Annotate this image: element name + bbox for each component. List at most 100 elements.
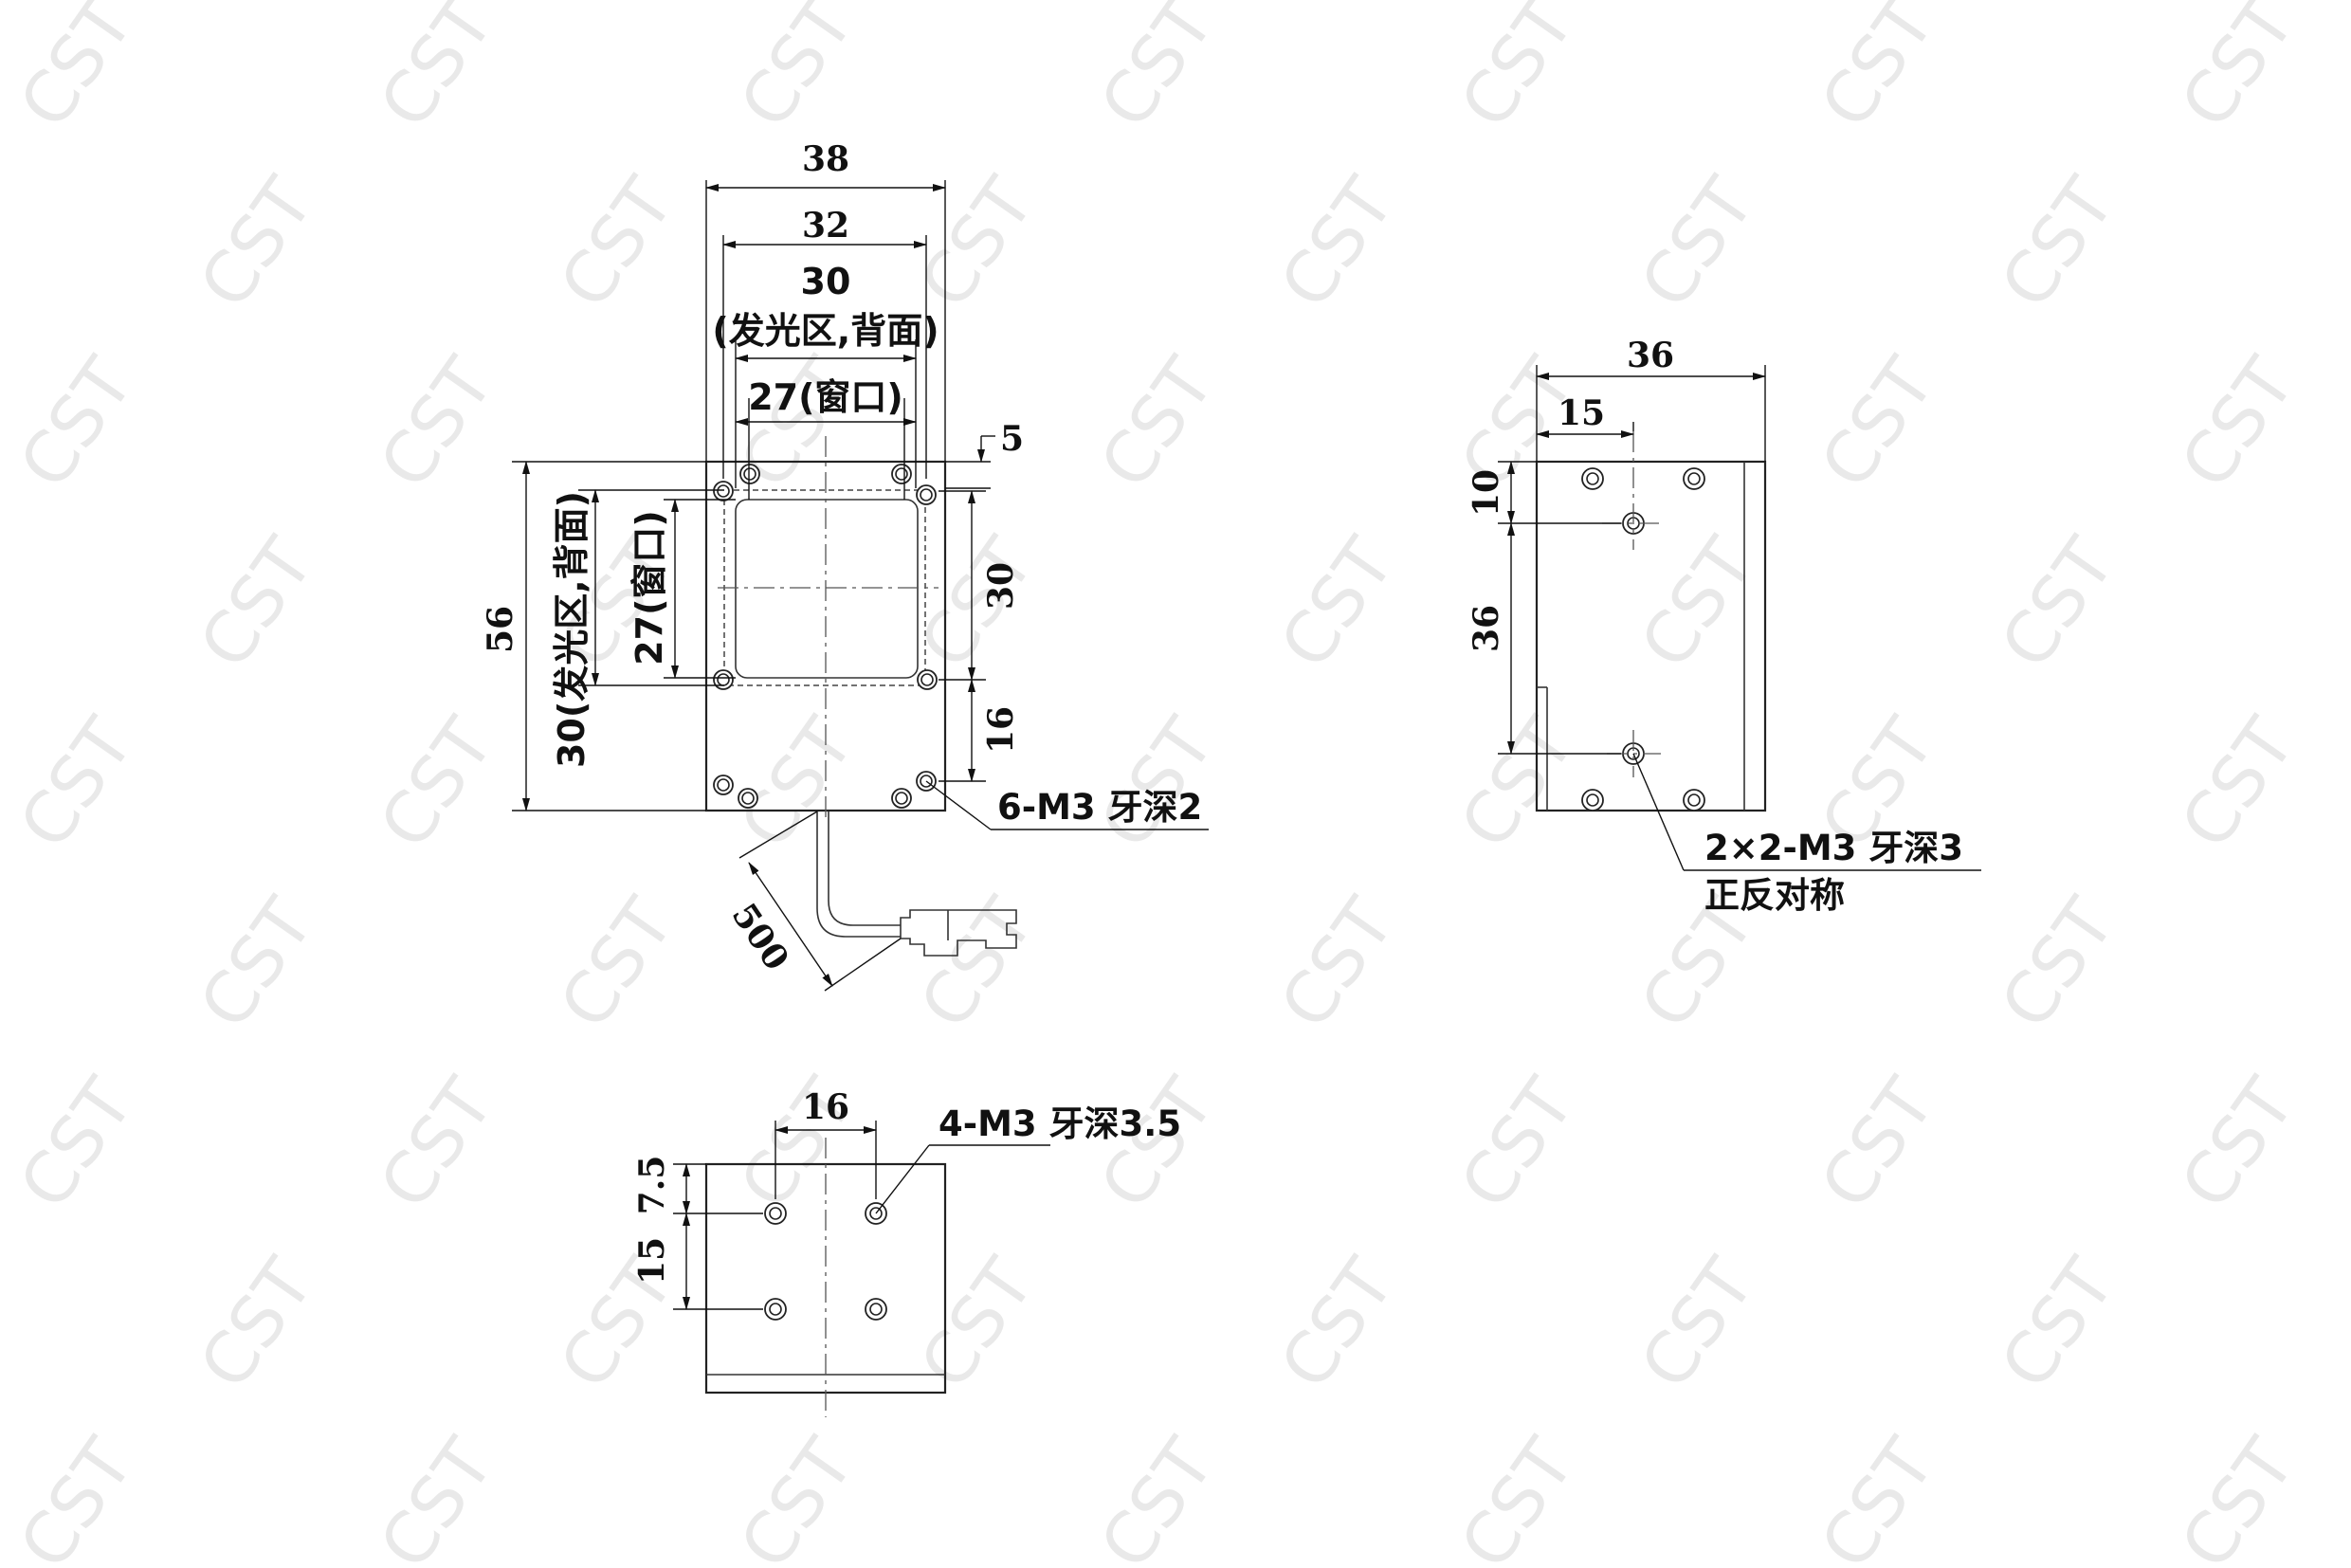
watermark-text: CST — [184, 1245, 329, 1404]
dim-line-500 — [748, 862, 833, 987]
watermark-text: CST — [904, 1245, 1049, 1404]
front-hole — [713, 775, 734, 795]
side-dim-width: 36 — [1627, 336, 1674, 375]
watermark-text: CST — [1445, 0, 1590, 142]
bottom-hole — [764, 1298, 787, 1321]
dim-emitting-note: (发光区,背面) — [712, 310, 939, 352]
callout-front-holes: 6-M3 牙深2 — [997, 787, 1202, 828]
watermark-text: CST — [1625, 1245, 1770, 1404]
watermark-text: CST — [4, 1065, 149, 1224]
watermark-text: CST — [904, 884, 1049, 1044]
watermark-text: CST — [1985, 524, 2130, 684]
bottom-dim-hole-spacing-h: 16 — [802, 1087, 849, 1127]
watermark-text: CST — [1445, 1065, 1590, 1224]
dim-hole-vertical-30: 30 — [981, 562, 1021, 610]
dim-window-width: 27(窗口) — [748, 376, 903, 418]
watermark-text: CST — [904, 524, 1049, 684]
watermark-text: CST — [4, 0, 149, 142]
watermark-text: CST — [1084, 704, 1230, 864]
front-hole — [713, 481, 734, 501]
dim-hole-spacing: 32 — [802, 206, 849, 246]
watermark-text: CST — [1985, 164, 2130, 323]
watermark-text: CST — [1805, 1065, 1950, 1224]
dim-emitting-height: 30(发光区,背面) — [551, 491, 592, 768]
watermark-text: CST — [544, 884, 689, 1044]
callout-leader — [875, 1144, 930, 1214]
watermark-text: CST — [724, 704, 869, 864]
watermark-text: CST — [2165, 0, 2310, 142]
watermark-text: CST — [2165, 344, 2310, 503]
bottom-view: 16 7.5 15 4-M3 牙深3.5 — [632, 1087, 1181, 1417]
dim-hole-vertical-16: 16 — [981, 706, 1021, 754]
dim-overall-height: 56 — [481, 606, 520, 653]
side-hole — [1581, 789, 1604, 811]
watermark-text: CST — [724, 1425, 869, 1568]
front-hole — [713, 669, 734, 690]
front-hole — [917, 669, 938, 690]
front-cable — [816, 811, 901, 938]
dim-overall-width: 38 — [802, 139, 849, 179]
watermark-text: CST — [1445, 704, 1590, 864]
side-view: 36 15 10 36 2×2-M3 牙深3 正反对称 — [1467, 336, 1981, 916]
front-hole — [738, 788, 758, 809]
bottom-dim-hole-spacing-v: 15 — [632, 1237, 672, 1285]
watermark-text: CST — [2165, 704, 2310, 864]
watermark-text: CST — [184, 884, 329, 1044]
watermark-text: CST — [1445, 1425, 1590, 1568]
front-hole — [891, 788, 912, 809]
watermark-text: CST — [4, 1425, 149, 1568]
callout-leader — [925, 780, 992, 830]
watermark-text: CST — [724, 0, 869, 142]
watermark-text: CST — [4, 344, 149, 503]
watermark-text: CST — [1265, 164, 1410, 323]
front-hole — [891, 464, 912, 484]
callout-side-line2: 正反对称 — [1704, 875, 1845, 916]
watermark-text: CST — [1084, 1425, 1230, 1568]
watermark-text: CST — [2345, 524, 2351, 684]
watermark-text: CST — [1805, 344, 1950, 503]
watermark-text: CST — [364, 1065, 509, 1224]
bottom-hole — [764, 1202, 787, 1225]
side-dim-top-offset: 10 — [1467, 469, 1506, 517]
watermark-text: CST — [364, 1425, 509, 1568]
callout-bottom-holes: 4-M3 牙深3.5 — [939, 1103, 1181, 1144]
watermark-text: CST — [1985, 1245, 2130, 1404]
watermark-text: CST — [364, 344, 509, 503]
watermark-text: CST — [1625, 524, 1770, 684]
watermark-text: CST — [184, 524, 329, 684]
watermark-text: CST — [2345, 1245, 2351, 1404]
watermark-text: CST — [2165, 1425, 2310, 1568]
front-hole — [916, 484, 937, 505]
watermark-text: CST — [1805, 0, 1950, 142]
side-hole — [1683, 467, 1705, 490]
watermark-text: CST — [544, 164, 689, 323]
watermark-text: CST — [1265, 524, 1410, 684]
watermark-text: CST — [1985, 884, 2130, 1044]
side-housing-outline — [1535, 460, 1767, 812]
watermark-text: CST — [2345, 164, 2351, 323]
watermark-text: CST — [1084, 0, 1230, 142]
bottom-dim-top-offset: 7.5 — [632, 1156, 672, 1215]
bottom-hole — [865, 1298, 887, 1321]
watermark-text: CST — [2165, 1065, 2310, 1224]
watermark-text: CST — [1265, 1245, 1410, 1404]
watermark-text: CST — [364, 0, 509, 142]
callout-leader — [1632, 753, 1685, 871]
front-cable — [828, 811, 901, 926]
callout-side-line1: 2×2-M3 牙深3 — [1704, 828, 1963, 868]
dim-top-offset: 5 — [1000, 419, 1024, 459]
watermark-text: CST — [364, 704, 509, 864]
dim-cable-length: 500 — [724, 896, 797, 977]
dim-emitting-width: 30 — [801, 261, 851, 302]
watermark-text: CST — [1265, 884, 1410, 1044]
watermark-text: CST — [1625, 164, 1770, 323]
side-dim-hole-offset: 15 — [1558, 393, 1605, 433]
side-hole — [1683, 789, 1705, 811]
watermark-text: CST — [1805, 1425, 1950, 1568]
watermark-text: CST — [4, 704, 149, 864]
dim-window-height: 27(窗口) — [629, 510, 670, 665]
watermark-text: CST — [2345, 884, 2351, 1044]
side-dim-hole-spacing: 36 — [1467, 605, 1506, 652]
